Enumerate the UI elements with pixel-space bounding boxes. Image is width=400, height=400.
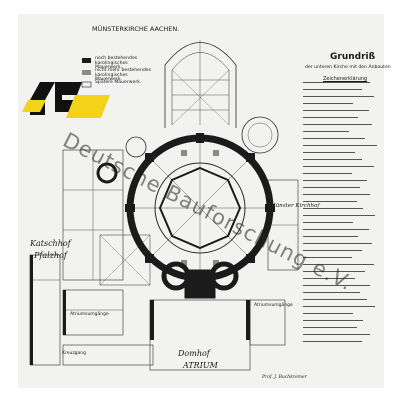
deutsche-bauforschung-logo bbox=[22, 82, 110, 118]
legend-item-1: noch bestehendes karolingisches Mauerwer… bbox=[95, 56, 138, 71]
legend-list-title: Zeichenerklärung bbox=[323, 76, 368, 82]
westwork bbox=[161, 261, 239, 299]
plan-title: Grundriß bbox=[330, 52, 376, 62]
legend-list-lines bbox=[303, 80, 387, 348]
chapel-right bbox=[241, 116, 279, 154]
label-atrium-right: Atriumsumgänge bbox=[254, 303, 293, 308]
label-katschhof: Katschhof bbox=[30, 239, 71, 248]
legend-swatch-outline bbox=[81, 81, 92, 88]
legend-swatch-gray bbox=[82, 70, 91, 75]
label-domhof: Domhof bbox=[178, 349, 210, 358]
label-atrium-left: Atriumsumgänge bbox=[70, 312, 109, 317]
label-atrium: ATRIUM bbox=[183, 361, 218, 370]
legend-swatch-black bbox=[82, 58, 91, 63]
signature: Prof. J. Buchkremer bbox=[262, 375, 307, 380]
label-bottom-left-note: Kreuzgang bbox=[62, 351, 87, 356]
label-pfalzhof: Pfalzhof bbox=[34, 251, 67, 260]
plan-subtitle: der unteren Kirche mit den Anbauten bbox=[305, 65, 391, 70]
legend-item-3: Spätere Mauerwerk. bbox=[95, 80, 142, 85]
choir-outline bbox=[164, 42, 237, 128]
legend-item-2: nicht mehr bestehendes karolingisches Ma… bbox=[95, 68, 151, 83]
atrium-outline bbox=[149, 299, 251, 371]
sheet-title: MÜNSTERKIRCHE AACHEN. bbox=[92, 25, 180, 33]
label-muenster-kirchhof: Münster Kirchhof bbox=[270, 203, 320, 209]
